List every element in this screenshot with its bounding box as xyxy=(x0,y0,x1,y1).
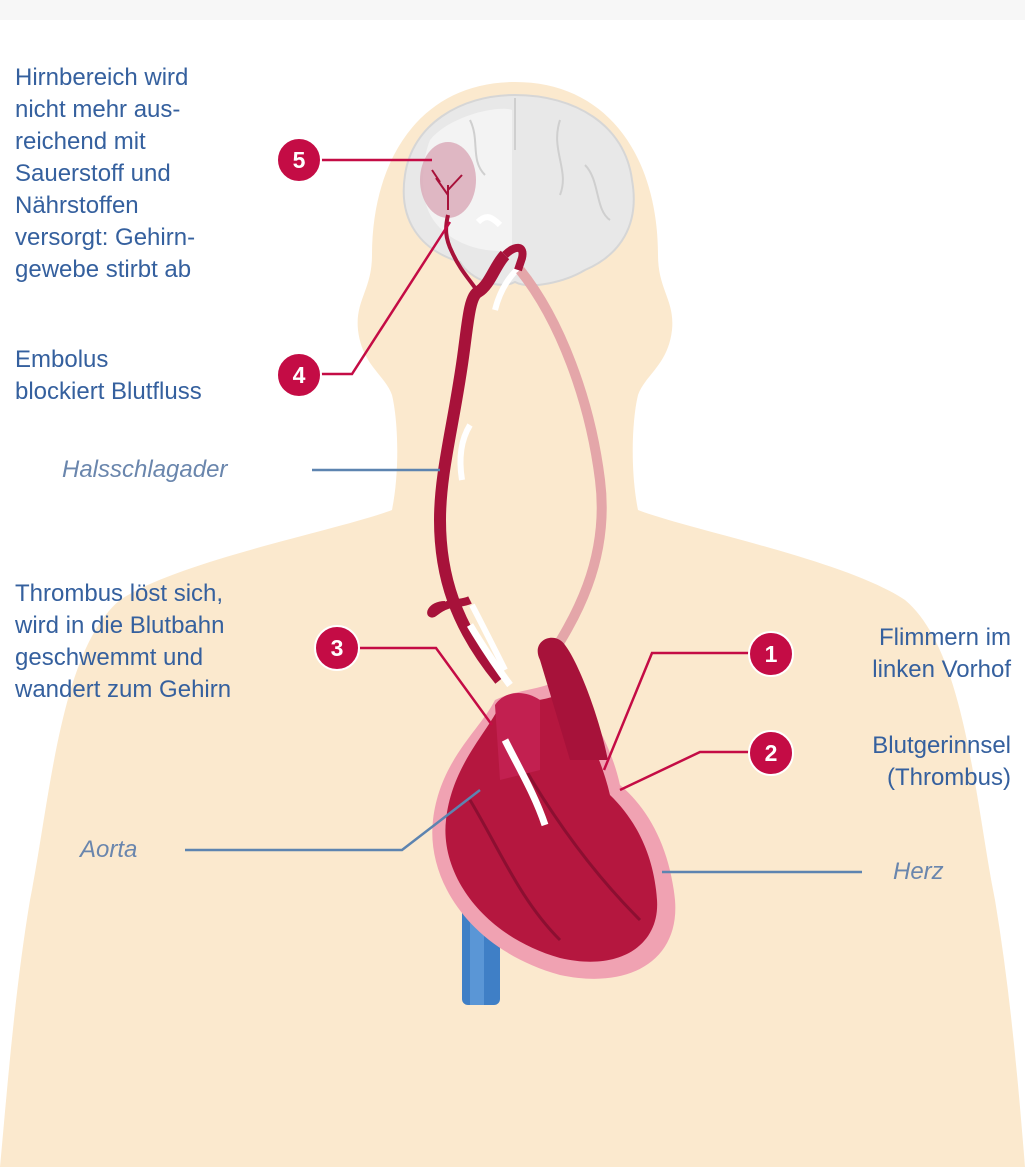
callout-4-badge: 4 xyxy=(276,352,322,398)
callout-4-text: Embolus blockiert Blutfluss xyxy=(15,344,285,408)
label-aorta: Aorta xyxy=(80,836,137,864)
callout-1-text: Flimmern im linken Vorhof xyxy=(811,622,1011,686)
callout-3-text: Thrombus löst sich, wird in die Blutbahn… xyxy=(15,578,325,706)
callout-2-text: Blutgerinnsel (Thrombus) xyxy=(811,730,1011,794)
callout-5-text: Hirnbereich wird nicht mehr aus- reichen… xyxy=(15,62,285,286)
callout-5-badge: 5 xyxy=(276,137,322,183)
callout-1-badge: 1 xyxy=(748,631,794,677)
label-herz: Herz xyxy=(893,858,944,886)
callout-2-badge: 2 xyxy=(748,730,794,776)
label-halsschlagader: Halsschlagader xyxy=(62,456,227,484)
callout-3-badge: 3 xyxy=(314,625,360,671)
